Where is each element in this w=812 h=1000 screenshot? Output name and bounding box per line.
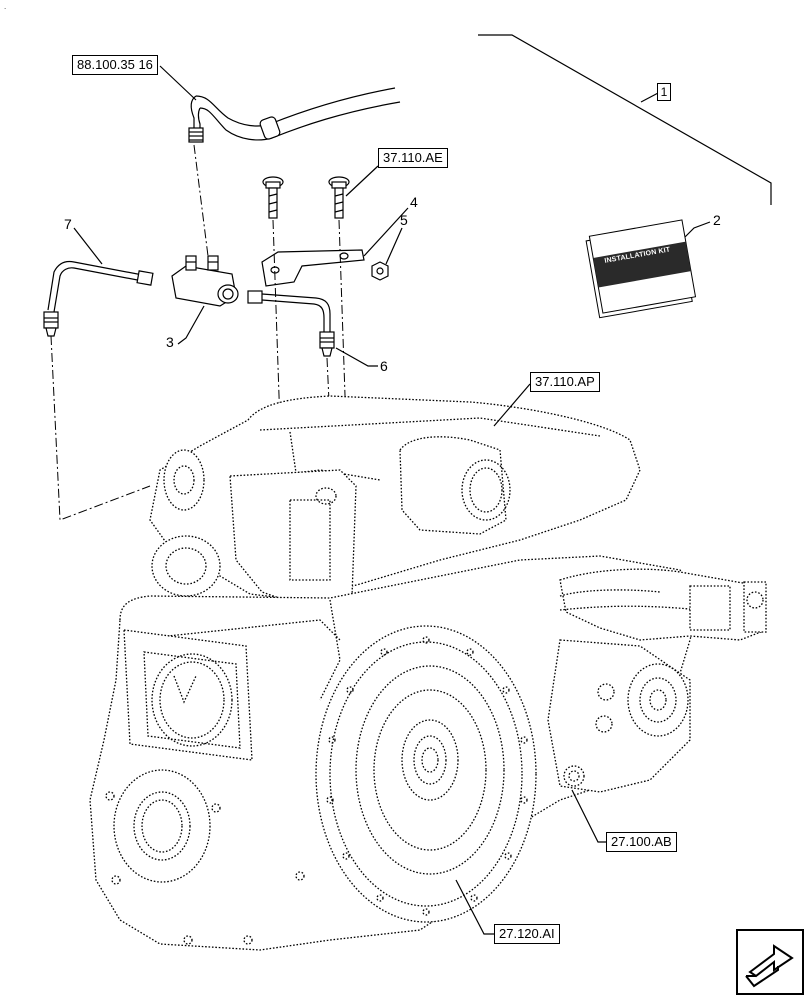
item-number-7: 7: [64, 216, 72, 232]
next-page-arrow-icon[interactable]: [736, 929, 804, 995]
reference-37-110-ae[interactable]: 37.110.AE: [378, 148, 448, 168]
item-number-5: 5: [400, 212, 408, 228]
mounting-bracket: [261, 249, 365, 287]
transmission-housing: [89, 395, 767, 951]
valve-block: [171, 255, 239, 307]
reference-27-120-ai[interactable]: 27.120.AI: [494, 924, 560, 944]
item-number-2: 2: [713, 212, 721, 228]
callout-leader-lines: [73, 65, 711, 935]
kit-group-bracket: [478, 34, 772, 205]
reference-88-100-35-16[interactable]: 88.100.35 16: [72, 55, 158, 75]
mounting-bolt-left: [262, 176, 284, 219]
corner-mark: .: [4, 2, 7, 11]
item-number-4: 4: [410, 194, 418, 210]
reference-27-100-ab[interactable]: 27.100.AB: [606, 832, 677, 852]
brake-pipe-left: [43, 260, 154, 337]
item-number-3: 3: [166, 334, 174, 350]
item-number-6: 6: [380, 358, 388, 374]
reference-37-110-ap[interactable]: 37.110.AP: [530, 372, 600, 392]
item-number-1: 1: [657, 83, 671, 101]
mounting-bolt-right: [328, 176, 350, 219]
brake-pipe-right: [247, 290, 335, 357]
installation-kit-booklet: [585, 219, 697, 319]
hex-nut: [371, 261, 389, 281]
supply-hose: [188, 87, 401, 143]
